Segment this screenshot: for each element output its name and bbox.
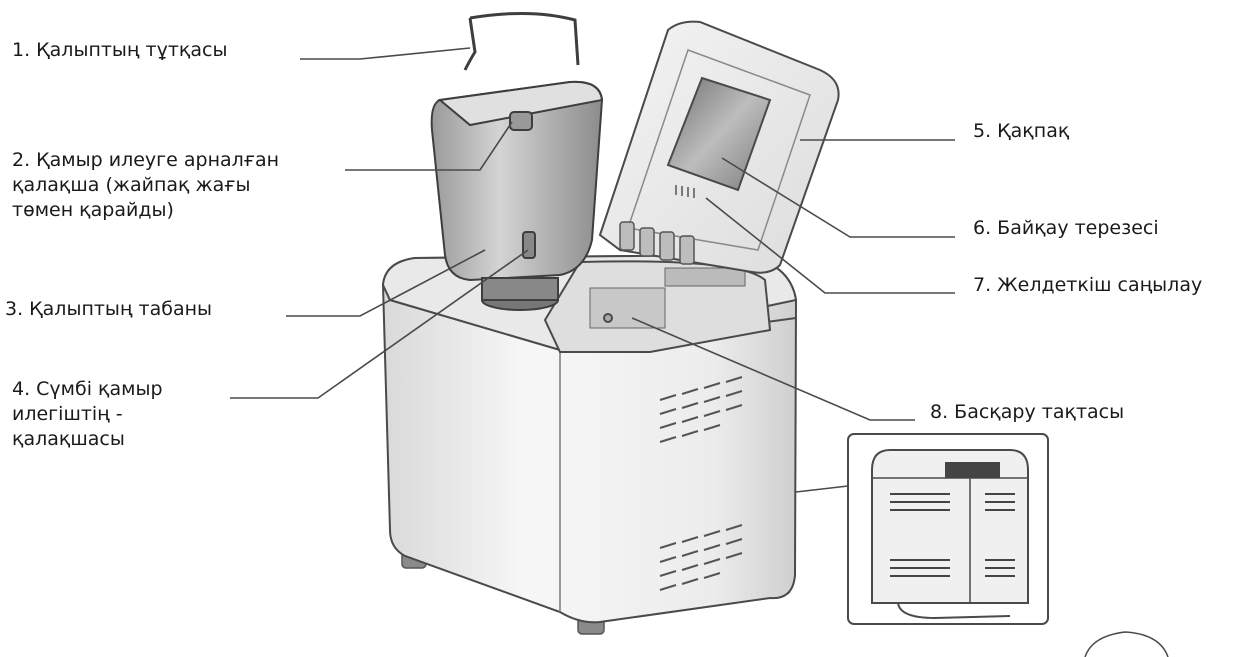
leader-line-7 [705,197,955,294]
label-kneading-shaft: 4. Сүмбі қамыр илегіштің - қалақшасы [12,377,163,452]
label-pan-base: 3. Қалыптың табаны [5,297,212,322]
label-lid-line: 5. Қақпақ [973,120,1070,142]
label-kneading-blade-line-3: төмен қарайды) [12,199,174,221]
label-kneading-blade-line-1: 2. Қамыр илеуге арналған [12,149,280,171]
label-pan-handle: 1. Қалыптың тұтқасы [12,38,227,63]
label-pan-base-line: 3. Қалыптың табаны [5,298,213,320]
label-air-vent: 7. Желдеткіш саңылау [973,273,1202,298]
leader-line-2 [345,121,513,171]
leader-line-4 [230,249,529,399]
label-viewing-window-line: 6. Байқау терезесі [973,217,1159,239]
label-kneading-blade-line-2: қалақша (жайпақ жағы [12,174,251,196]
label-kneading-blade: 2. Қамыр илеуге арналған қалақша (жайпақ… [12,148,279,223]
leader-line-8 [631,317,915,421]
bread-pan [430,11,604,311]
label-kneading-shaft-line-2: илегіштің - [12,403,123,425]
label-kneading-shaft-line-1: 4. Сүмбі қамыр [12,378,163,400]
label-lid: 5. Қақпақ [973,119,1069,144]
leader-line-1 [300,47,471,60]
label-control-panel: 8. Басқару тақтасы [930,400,1124,425]
label-viewing-window: 6. Байқау терезесі [973,216,1159,241]
leader-line-3 [286,249,486,317]
machine-body [381,253,798,624]
label-control-panel-line: 8. Басқару тақтасы [930,401,1125,423]
lid [598,20,840,274]
label-kneading-shaft-line-3: қалақшасы [12,428,125,450]
side-vents [659,376,743,591]
label-pan-handle-line: 1. Қалыптың тұтқасы [12,39,228,61]
back-view-inset [795,433,1049,625]
leader-lines [230,47,955,421]
decorative-circle [1084,631,1169,657]
leader-line-6 [721,157,955,238]
label-air-vent-line: 7. Желдеткіш саңылау [973,274,1203,296]
